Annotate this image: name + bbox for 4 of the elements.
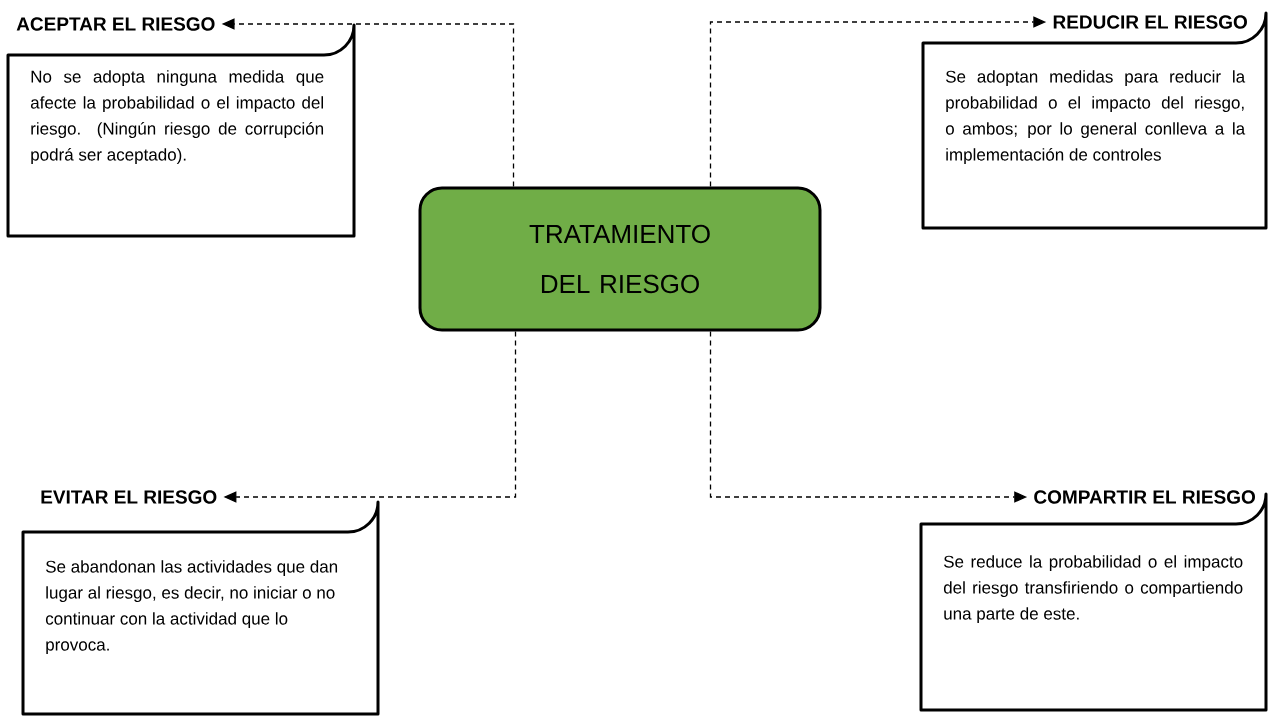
heading: REDUCIR EL RIESGO <box>1053 15 1247 29</box>
heading: COMPARTIR EL RIESGO <box>1034 490 1255 504</box>
process-box: TRATAMIENTO DEL RIESGO <box>418 186 822 332</box>
heading: ACEPTAR EL RIESGO <box>16 17 215 31</box>
